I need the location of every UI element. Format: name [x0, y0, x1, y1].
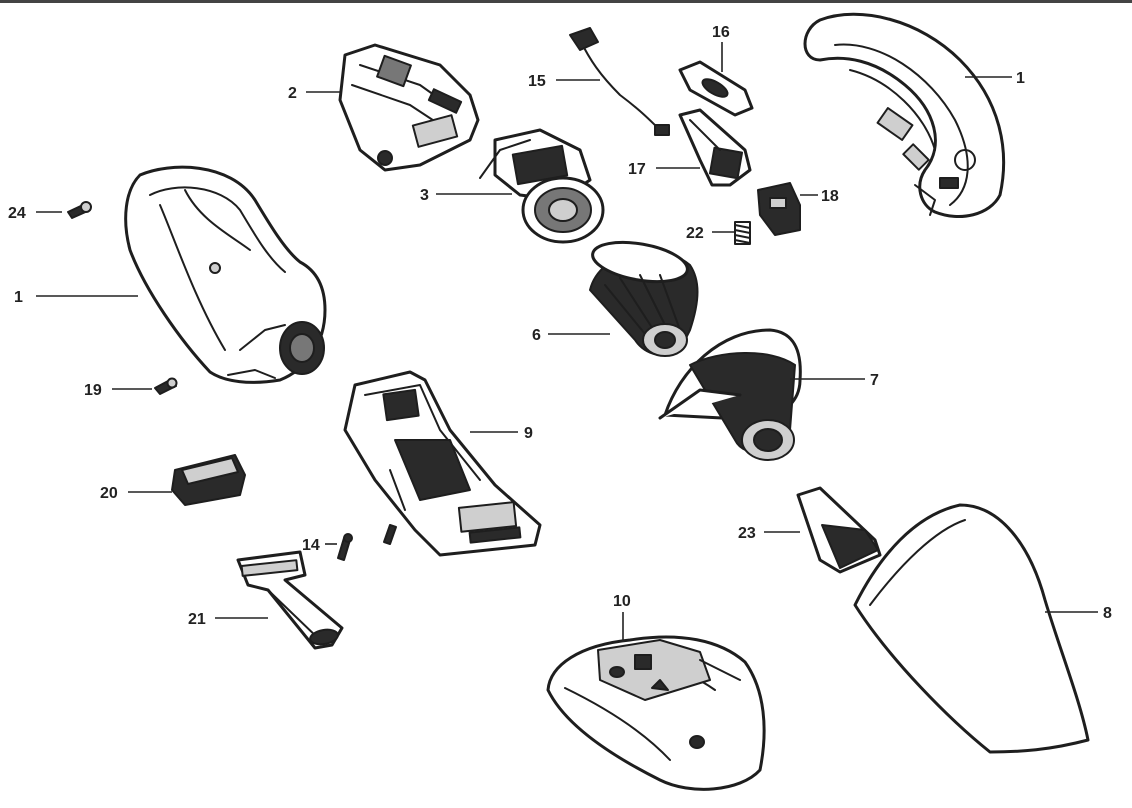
label-part-7: 7	[870, 372, 879, 389]
label-part-1-right: 1	[1016, 70, 1025, 87]
part-15-wire-harness	[569, 27, 670, 136]
part-20-latch-button	[171, 454, 246, 506]
label-part-23: 23	[738, 525, 756, 542]
part-1-right-housing	[803, 12, 1006, 218]
part-23-nozzle-tip	[796, 486, 882, 574]
part-8-nozzle	[853, 503, 1090, 754]
label-part-8: 8	[1103, 605, 1112, 622]
label-part-2: 2	[288, 85, 297, 102]
top-rule	[0, 0, 1132, 3]
label-part-3: 3	[420, 187, 429, 204]
label-part-10: 10	[613, 593, 631, 610]
label-part-18: 18	[821, 188, 839, 205]
part-2-battery-pack	[338, 43, 480, 172]
label-part-14: 14	[302, 537, 320, 554]
part-22-spring	[734, 221, 751, 245]
part-6-pleated-filter	[589, 240, 699, 357]
label-part-20: 20	[100, 485, 118, 502]
part-7-dust-bowl	[658, 328, 802, 461]
label-part-16: 16	[712, 24, 730, 41]
part-1-left-housing	[124, 165, 327, 384]
label-part-17: 17	[628, 161, 646, 178]
leader-lines	[36, 42, 1098, 642]
label-part-6: 6	[532, 327, 541, 344]
part-16-switch-cover	[678, 60, 754, 117]
label-part-22: 22	[686, 225, 704, 242]
part-3-motor	[479, 128, 605, 244]
part-18-button	[757, 182, 801, 236]
label-part-1-left: 1	[14, 289, 23, 306]
part-9-lower-housing	[343, 370, 542, 557]
part-19-screw	[154, 377, 178, 395]
label-part-9: 9	[524, 425, 533, 442]
part-24-screw	[67, 201, 92, 219]
part-9-screw	[383, 524, 397, 545]
callout-labels: 1 1 2 3 6 7 8 9 10 14 15 16 17 18 19 20 …	[8, 24, 1112, 628]
part-10-charging-base	[546, 635, 766, 791]
part-17-switch-assembly	[678, 108, 752, 187]
label-part-19: 19	[84, 382, 102, 399]
label-part-24: 24	[8, 205, 26, 222]
part-21-crevice-tool	[236, 550, 344, 650]
part-14-screw	[337, 533, 353, 561]
label-part-21: 21	[188, 611, 206, 628]
label-part-15: 15	[528, 73, 546, 90]
